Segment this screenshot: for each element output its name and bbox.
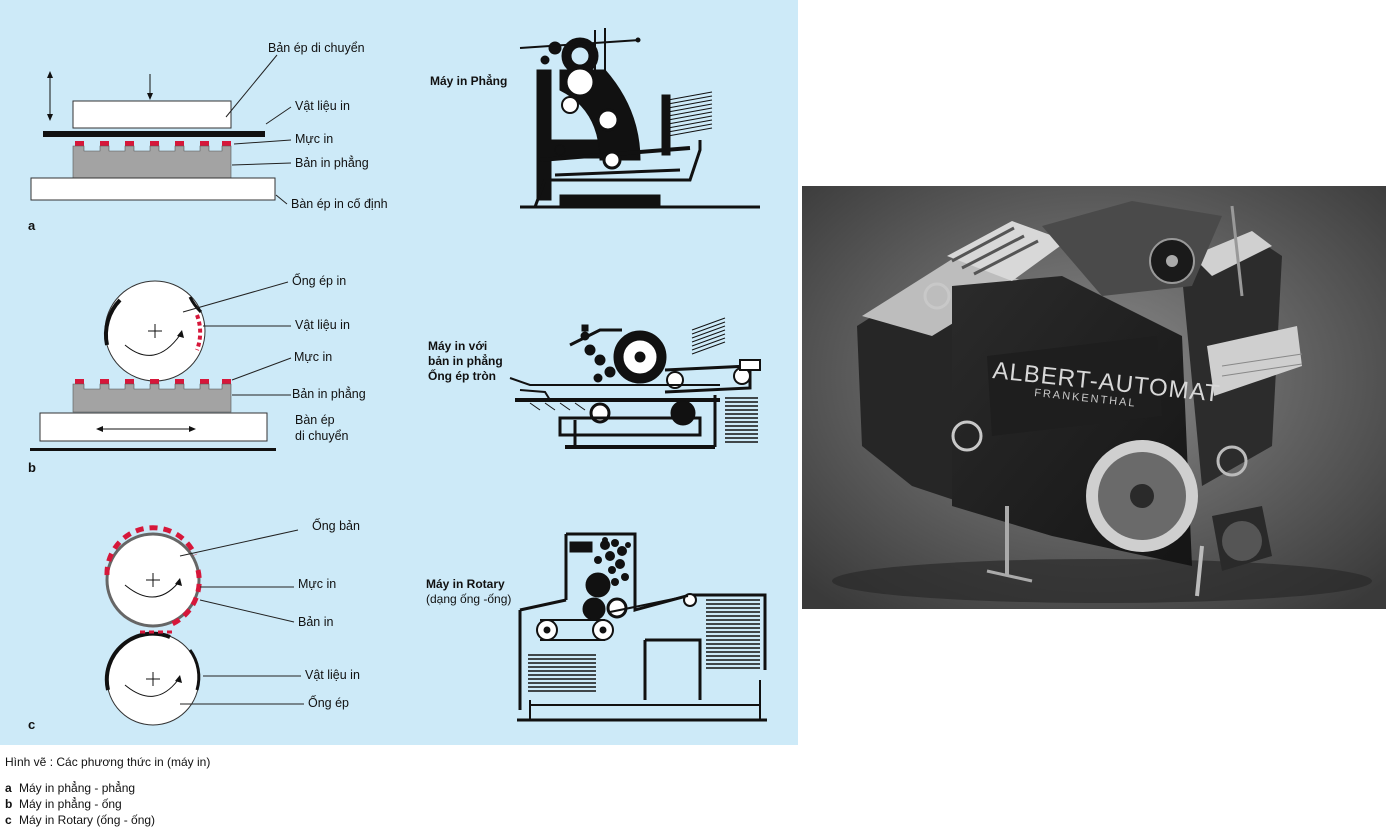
legend-text-a: Máy in phẳng - phẳng — [19, 781, 136, 795]
printing-methods-diagram: Bản ép di chuyển Vật liệu in Mực in Bản … — [0, 0, 798, 745]
ink-dots — [75, 141, 231, 146]
panel-letter-b: b — [28, 460, 36, 475]
print-material-sheet — [43, 131, 265, 137]
figure-caption: Hình vẽ : Các phương thức in (máy in) — [5, 755, 211, 769]
legend-text-b: Máy in phẳng - ống — [19, 797, 122, 811]
albert-automat-photo: ALBERT-AUTOMAT FRANKENTHAL — [802, 186, 1386, 609]
legend-item-c: c Máy in Rotary (ống - ống) — [5, 812, 155, 828]
label-impression-cylinder-c: Ống ép — [308, 695, 349, 710]
label-print-material-a: Vật liệu in — [295, 99, 350, 113]
label-print-material-b: Vật liệu in — [295, 318, 350, 332]
flat-plate — [72, 145, 232, 179]
print-material-wrap-b — [103, 298, 122, 346]
moving-bed — [39, 412, 268, 442]
panel-letter-a: a — [28, 218, 36, 233]
label-ink-a: Mực in — [295, 132, 333, 146]
machine-title-b-line3: Ống ép tròn — [428, 368, 496, 383]
legend-item-a: a Máy in phẳng - phẳng — [5, 780, 155, 796]
label-print-material-c: Vật liệu in — [305, 668, 360, 682]
moving-platen — [72, 100, 232, 129]
label-ink-c: Mực in — [298, 577, 336, 591]
label-flat-plate-a: Bản in phẳng — [295, 155, 369, 170]
panel-c-schematic — [104, 525, 304, 726]
machine-title-a: Máy in Phẳng — [430, 73, 507, 88]
label-moving-bed-line1: Bàn ép — [295, 413, 335, 427]
cylinder-press-illustration — [509, 317, 761, 449]
label-fixed-platen: Bàn ép in cố định — [291, 197, 388, 211]
machine-subtitle-c: (dạng ống -ống) — [426, 592, 511, 606]
legend-key-b: b — [5, 797, 13, 811]
flatbed-press-illustration — [519, 28, 760, 209]
panel-a-schematic — [30, 54, 292, 205]
label-impression-cylinder-b: Ống ép in — [292, 273, 346, 288]
panel-b-schematic — [30, 280, 292, 451]
label-ink-b: Mực in — [294, 350, 332, 364]
flat-plate-b — [72, 383, 232, 413]
label-plate-cylinder: Ống bản — [312, 518, 360, 533]
legend-text-c: Máy in Rotary (ống - ống) — [19, 813, 156, 827]
legend-key-c: c — [5, 813, 12, 827]
legend-item-b: b Máy in phẳng - ống — [5, 796, 155, 812]
machine-title-b-line2: bản in phẳng — [428, 353, 503, 368]
figure-legend: a Máy in phẳng - phẳng b Máy in phẳng - … — [5, 780, 155, 828]
label-moving-platen: Bản ép di chuyển — [268, 41, 365, 55]
label-flat-plate-b: Bản in phẳng — [292, 386, 366, 401]
fixed-platen — [30, 177, 276, 201]
machine-title-b-line1: Máy in với — [428, 339, 487, 353]
machine-title-c: Máy in Rotary — [426, 577, 505, 591]
rotary-press-illustration — [517, 532, 767, 722]
panel-letter-c: c — [28, 717, 35, 732]
label-plate-c: Bản in — [298, 615, 333, 629]
label-moving-bed-line2: di chuyển — [295, 429, 349, 443]
legend-key-a: a — [5, 781, 12, 795]
